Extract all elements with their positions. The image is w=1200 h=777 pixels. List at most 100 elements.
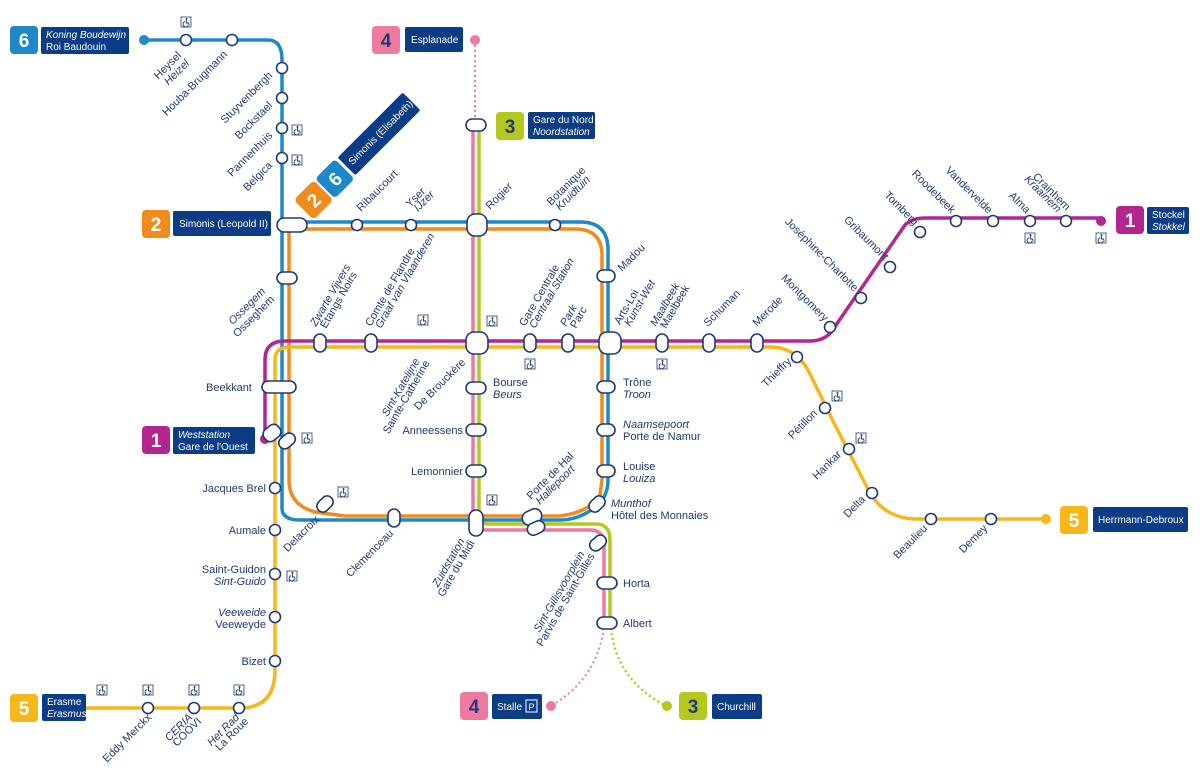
station-marker-zuidstation[interactable] [468,509,484,537]
station-marker-horta[interactable] [596,576,618,590]
station-marker-weststation-2[interactable] [276,431,298,452]
station-marker-eddy-merckx[interactable] [141,701,155,715]
terminal-5-erasme[interactable]: 5 Erasme Erasmus [10,694,86,722]
station-marker-albert[interactable] [596,616,618,630]
station-label-bizet: Bizet [242,656,266,668]
station-marker-gribaumont[interactable] [883,260,897,274]
station-marker-petillon[interactable] [818,401,832,415]
station-marker-gare-centrale[interactable] [523,333,537,353]
wheelchair-icon [286,570,298,582]
station-label-hankar: Hankar [811,448,845,482]
station-marker-anneessens[interactable] [465,423,487,437]
station-label-petillon: Pétillon [786,408,820,442]
station-marker-alma[interactable] [1023,214,1037,228]
station-marker-yser[interactable] [404,218,418,232]
line-5 [48,345,1045,710]
station-marker-la-roue[interactable] [232,701,246,715]
station-marker-bourse[interactable] [465,381,487,395]
terminal-4-esplanade[interactable]: 4 Esplanade [372,26,463,54]
terminal-name-l1: Simonis (Elisabeth) [347,99,416,168]
station-marker-ribaucourt[interactable] [350,218,364,232]
terminal-4-stalle[interactable]: 4 Stalle P [460,692,542,720]
station-label-thieffry: Thieffry [760,355,795,390]
station-marker-rogier[interactable] [466,213,488,237]
wheelchair-icon [417,314,429,326]
terminal-2-simonis-leopold[interactable]: 2 Simonis (Leopold II) [142,210,271,238]
station-marker-thieffry[interactable] [790,350,804,364]
station-marker-delta[interactable] [865,486,879,500]
station-marker-louise[interactable] [596,464,616,478]
station-marker-comte[interactable] [364,333,378,353]
station-marker-josephine[interactable] [854,291,868,305]
station-label-gribaumont: Gribaumont [841,214,890,263]
station-label-ribaucourt: Ribaucourt [355,168,401,214]
station-marker-maalbeek[interactable] [655,333,669,353]
station-marker-ceria[interactable] [187,701,201,715]
station-marker-trone[interactable] [596,380,616,394]
station-marker-belgica[interactable] [275,151,289,165]
station-marker-merode[interactable] [750,333,764,353]
station-marker-bizet[interactable] [268,654,282,668]
station-marker-park[interactable] [561,333,575,353]
station-marker-gare-du-nord[interactable] [465,118,487,132]
station-marker-madou[interactable] [596,269,616,283]
terminal-3-gare-du-nord[interactable]: 3 Gare du Nord Noordstation [496,112,595,140]
station-label-aumale: Aumale [229,525,266,537]
station-marker-pannenhuis[interactable] [275,121,289,135]
parking-icon [525,699,538,713]
line-badge-4 [460,692,488,720]
terminal-3-churchill[interactable]: 3 Churchill [679,692,762,720]
station-marker-beaulieu[interactable] [924,512,938,526]
station-marker-saint-guidon[interactable] [268,567,282,581]
station-marker-de-brouckere[interactable] [465,331,489,355]
terminal-1-weststation[interactable]: 1 Weststation Gare de l'Ouest [142,426,255,454]
station-marker-delacroix[interactable] [314,493,335,514]
station-label-madou: Madou [616,242,648,274]
line-number-1: 1 [1125,211,1136,232]
station-label-tomberg: Tomberg [882,189,921,228]
station-marker-porte-hal-2[interactable] [525,519,546,537]
station-marker-zwarte[interactable] [313,333,327,353]
station-marker-clemenceau[interactable] [387,508,401,528]
station-marker-munthof[interactable] [586,493,607,514]
station-marker-botanique[interactable] [548,218,562,232]
station-marker-weststation[interactable] [261,422,284,444]
station-marker-tomberg[interactable] [913,225,927,239]
station-marker-arts-loi[interactable] [598,331,622,355]
line-number-2: 2 [151,215,162,236]
terminal-6-koning-boudewijn[interactable]: 6 Koning Boudewijn Roi Baudouin [10,26,129,54]
station-marker-beekkant[interactable] [261,380,297,394]
station-marker-demey[interactable] [984,512,998,526]
terminal-name-l2: Roi Baudouin [46,42,106,53]
station-marker-heysel[interactable] [179,33,193,47]
station-marker-veeweide[interactable] [268,610,282,624]
station-marker-schuman[interactable] [702,333,716,353]
wheelchair-icon [291,154,303,166]
station-marker-naamsepoort[interactable] [596,423,616,437]
station-marker-houba[interactable] [225,33,239,47]
station-label-eddy-merckx: Eddy Merckx [101,711,155,765]
terminal-26-simonis-elisabeth[interactable]: 2 6 Simonis (Elisabeth) [294,92,422,220]
station-marker-jacques-brel[interactable] [268,481,282,495]
station-marker-stuyvenbergh[interactable] [275,61,289,75]
station-marker-kraainem[interactable] [1059,214,1073,228]
station-marker-simonis[interactable] [276,217,308,233]
station-marker-osseghem[interactable] [276,271,298,285]
station-marker-hankar[interactable] [842,442,856,456]
line-badge-3 [496,112,524,140]
line-4-south-dotted [551,627,605,706]
terminal-5-herrmann-debroux[interactable]: 5 Herrmann-Debroux [1060,506,1188,534]
wheelchair-icon [656,358,668,370]
station-marker-aumale[interactable] [268,523,282,537]
line-number-3: 3 [505,117,516,138]
station-marker-roodebeek[interactable] [949,214,963,228]
station-marker-lemonnier[interactable] [465,464,487,478]
station-marker-montgomery[interactable] [823,320,837,334]
station-marker-bockstael[interactable] [275,91,289,105]
wheelchair-icon [188,684,200,696]
station-marker-vandervelde[interactable] [986,214,1000,228]
station-marker-sint-gillis[interactable] [587,533,609,554]
terminal-1-stockel[interactable]: 1 Stockel Stokkel [1116,206,1189,234]
station-label-alma: Alma [1006,190,1033,217]
